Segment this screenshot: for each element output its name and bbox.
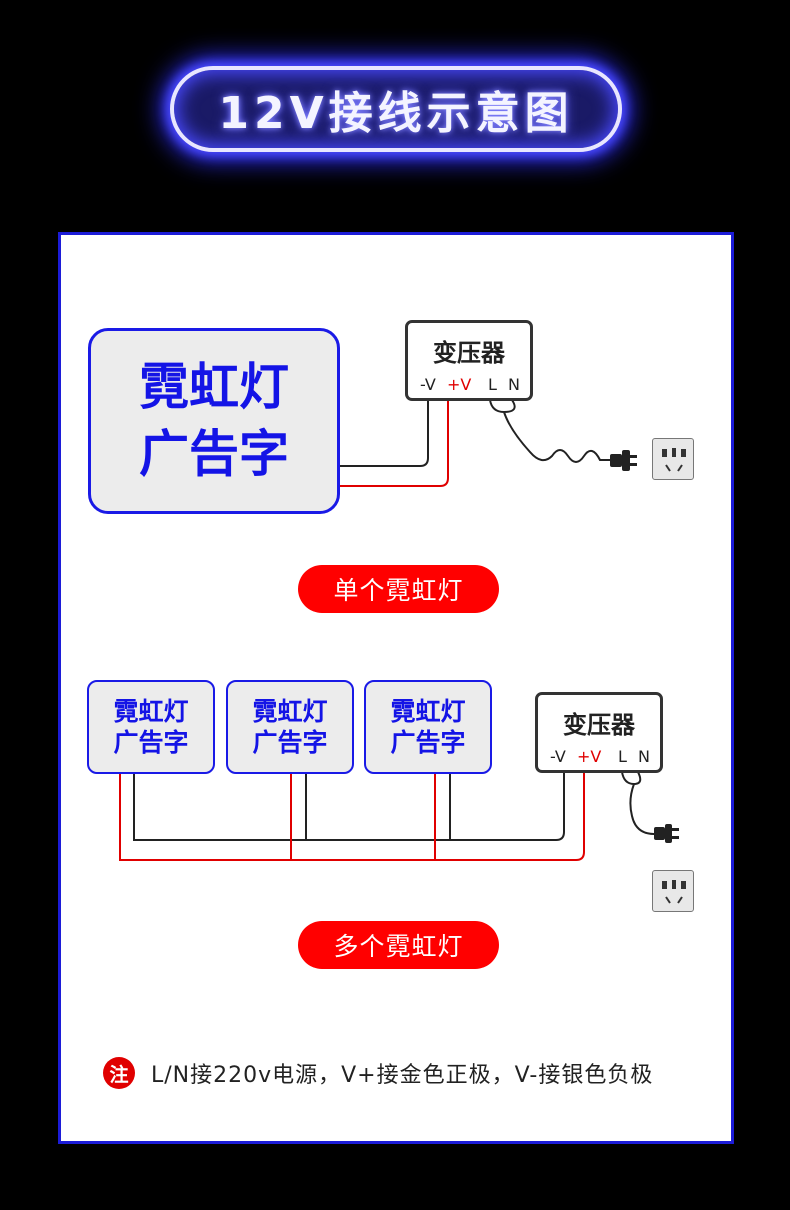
title-banner: 12V接线示意图 [170, 66, 622, 152]
power-cord-2 [621, 771, 655, 835]
page-title: 12V接线示意图 [218, 88, 574, 139]
multi-wiring [119, 771, 679, 861]
wall-socket-icon [652, 438, 694, 480]
terminal-n: N [638, 747, 650, 766]
neon-sign-box: 霓虹灯 广告字 [87, 680, 215, 774]
sign-label-line2: 广告字 [390, 728, 466, 757]
wiring-note: 注 L/N接220v电源，V+接金色正极，V-接银色负极 [103, 1057, 653, 1089]
single-wiring [340, 399, 637, 487]
sign-label-line1: 霓虹灯 [252, 696, 328, 726]
terminal-positive: +V [447, 375, 472, 394]
terminal-negative: -V [420, 375, 436, 394]
plug-icon-2 [654, 824, 679, 843]
negative-bus [133, 772, 565, 841]
plug-icon [610, 450, 637, 471]
neon-sign-box: 霓虹灯 广告字 [226, 680, 354, 774]
neon-sign-box: 霓虹灯 广告字 [364, 680, 492, 774]
sign-label-line2: 广告字 [252, 728, 328, 757]
terminal-positive: +V [577, 747, 602, 766]
terminal-negative: -V [550, 747, 566, 766]
note-text: L/N接220v电源，V+接金色正极，V-接银色负极 [151, 1063, 654, 1088]
power-cord [489, 399, 610, 463]
sign-label-line2: 广告字 [139, 425, 289, 483]
neon-sign-box: 霓虹灯 广告字 [88, 328, 340, 514]
note-badge: 注 [103, 1057, 135, 1089]
terminal-l: L [488, 375, 497, 394]
positive-bus [119, 772, 585, 861]
sign-label-line1: 霓虹灯 [113, 696, 189, 726]
transformer-box: 变压器 -V +V L N [535, 692, 663, 773]
terminal-l: L [618, 747, 627, 766]
caption-multiple: 多个霓虹灯 [298, 921, 499, 969]
transformer-box: 变压器 -V +V L N [405, 320, 533, 401]
positive-wire [340, 400, 449, 487]
negative-wire [340, 400, 429, 467]
wall-socket-icon [652, 870, 694, 912]
sign-label-line1: 霓虹灯 [139, 357, 289, 416]
transformer-title: 变压器 [433, 339, 505, 367]
transformer-title: 变压器 [563, 711, 635, 739]
caption-single: 单个霓虹灯 [298, 565, 499, 613]
sign-label-line1: 霓虹灯 [390, 696, 466, 726]
sign-label-line2: 广告字 [113, 728, 189, 757]
terminal-n: N [508, 375, 520, 394]
